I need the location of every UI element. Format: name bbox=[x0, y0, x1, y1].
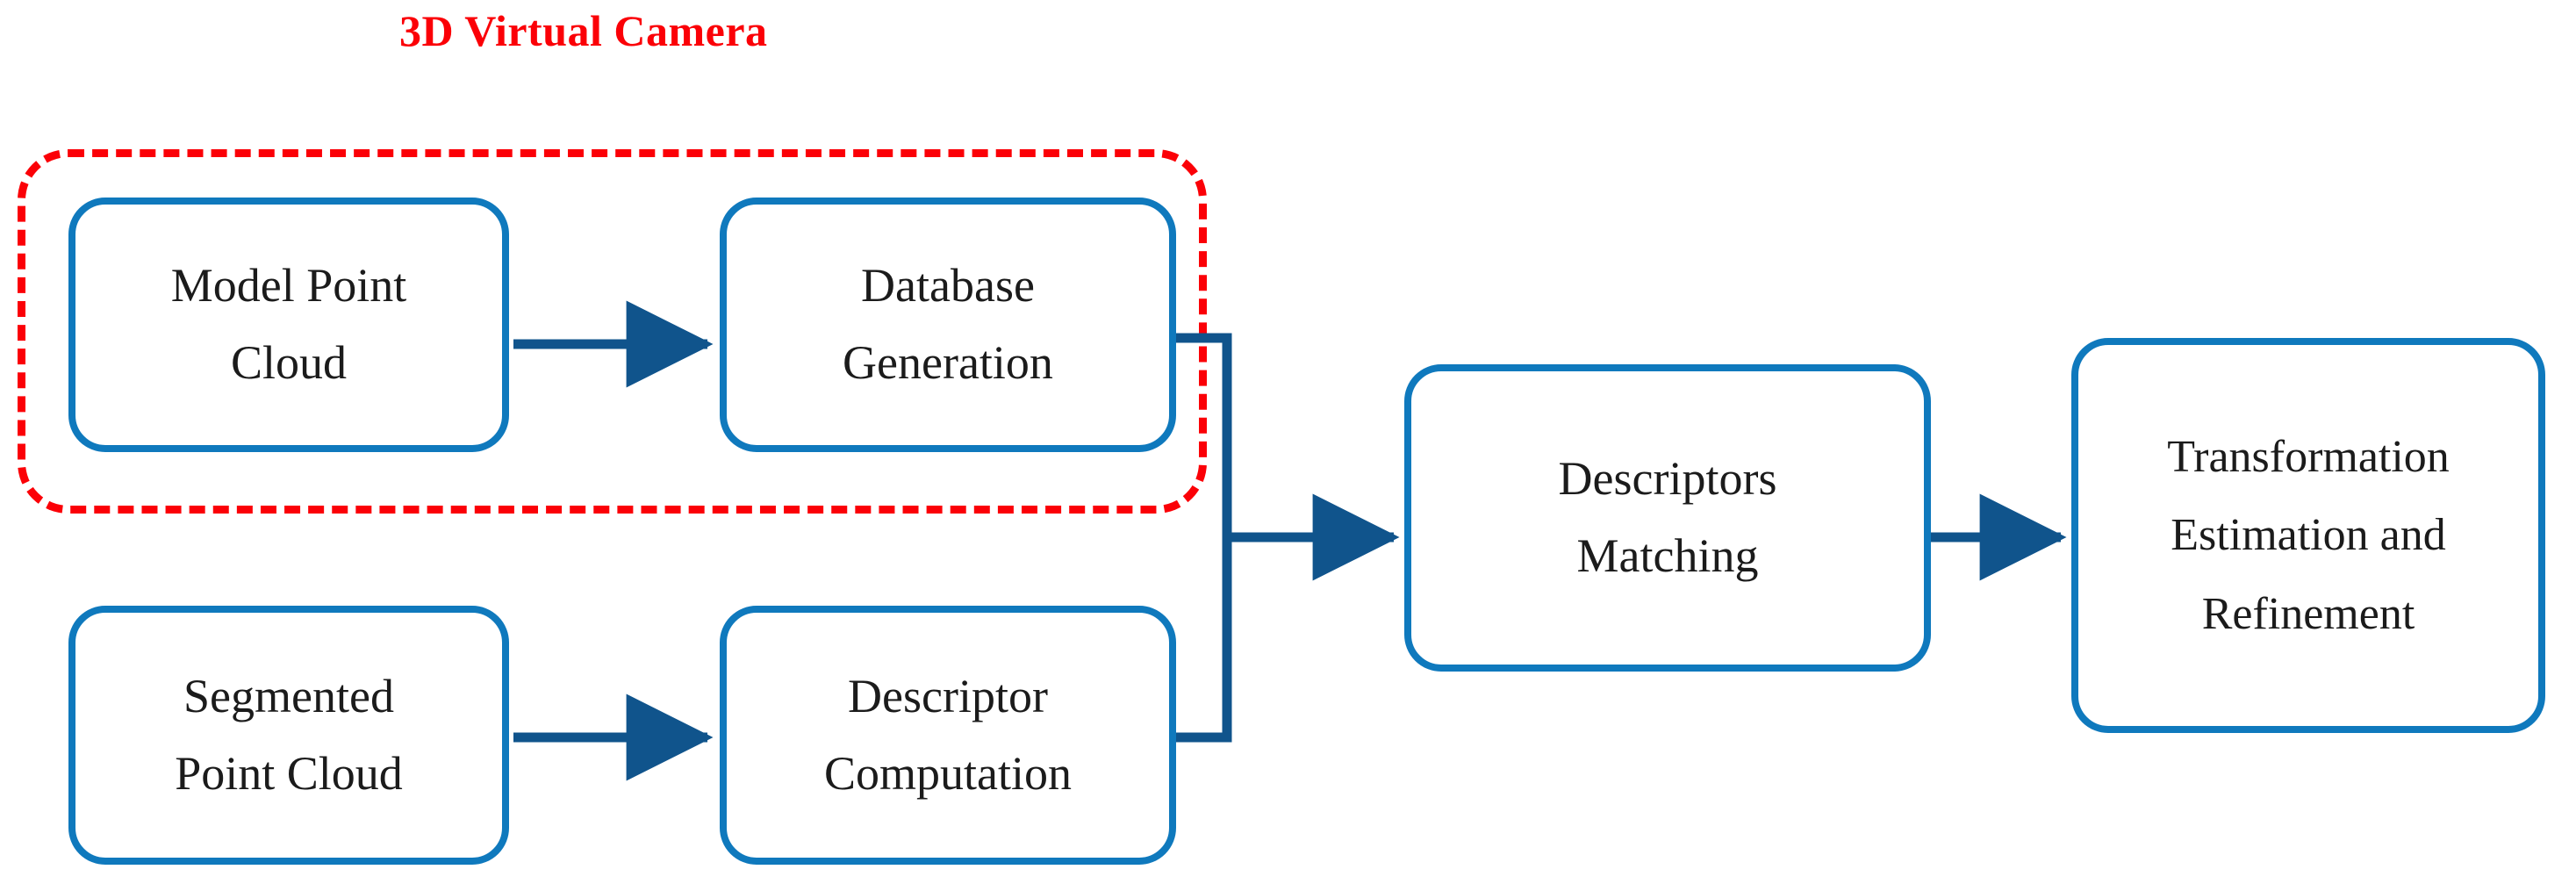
node-segmented-point-cloud[interactable]: Segmented Point Cloud bbox=[68, 606, 509, 865]
node-label-line-2: Generation bbox=[843, 336, 1053, 389]
node-label-line-2: Matching bbox=[1576, 529, 1759, 582]
node-label-line-3: Refinement bbox=[2201, 588, 2415, 639]
node-label-line-2: Point Cloud bbox=[175, 746, 403, 800]
node-label-line-1: Segmented bbox=[183, 669, 394, 722]
virtual-camera-group-region bbox=[18, 149, 1207, 514]
edge-merge-to-descriptors-matching bbox=[1176, 333, 1400, 743]
node-label-line-1: Model Point bbox=[170, 259, 407, 313]
node-descriptors-matching[interactable]: Descriptors Matching bbox=[1404, 364, 1931, 672]
node-label-line-2: Estimation and bbox=[2171, 510, 2446, 561]
node-label-line-1: Descriptors bbox=[1558, 452, 1777, 506]
group-title-3d-virtual-camera: 3D Virtual Camera bbox=[399, 6, 768, 55]
node-label-line-1: Database bbox=[861, 259, 1035, 313]
node-model-point-cloud[interactable]: Model Point Cloud bbox=[68, 198, 509, 452]
node-label-line-2: Computation bbox=[824, 746, 1072, 800]
node-descriptor-computation[interactable]: Descriptor Computation bbox=[720, 606, 1176, 865]
node-label-line-1: Transformation bbox=[2167, 431, 2450, 482]
node-database-generation[interactable]: Database Generation bbox=[720, 198, 1176, 452]
node-label-line-1: Descriptor bbox=[848, 669, 1048, 722]
node-label-line-2: Cloud bbox=[230, 336, 348, 389]
node-transformation-estimation-and-refinement[interactable]: Transformation Estimation and Refinement bbox=[2071, 338, 2545, 733]
